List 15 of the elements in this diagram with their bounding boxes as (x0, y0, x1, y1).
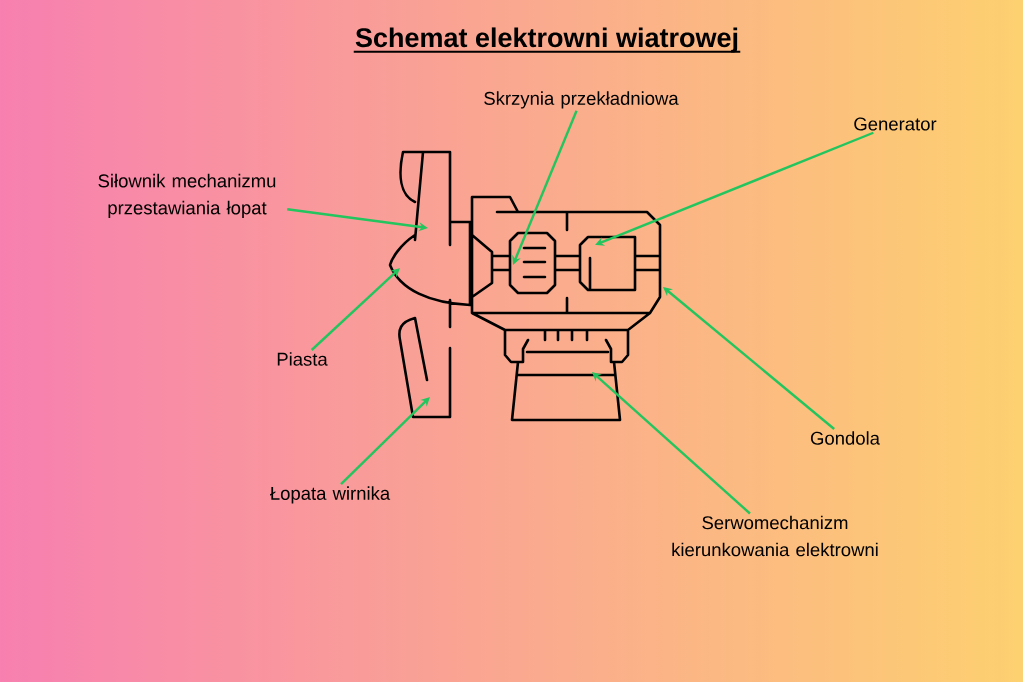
part-label: Łopata wirnika (270, 486, 391, 504)
part-label: Piasta (277, 352, 328, 366)
leader-line (663, 287, 835, 430)
wind-turbine-drawing (388, 150, 662, 422)
part-label: Serwomechanizm kierunkowania elektrowni (672, 515, 878, 557)
part-label: Gondola (810, 431, 880, 445)
leader-line (592, 372, 751, 515)
part-label: Generator (854, 117, 937, 131)
leader-line (595, 131, 874, 246)
leader-line (340, 397, 430, 486)
leader-line (512, 110, 578, 265)
part-label: Siłownik mechanizmu przestawiania łopat (98, 173, 276, 219)
leader-line (310, 268, 400, 351)
title: Schemat elektrowni wiatrowej (352, 27, 742, 53)
part-label: Skrzynia przekładniowa (484, 91, 679, 109)
